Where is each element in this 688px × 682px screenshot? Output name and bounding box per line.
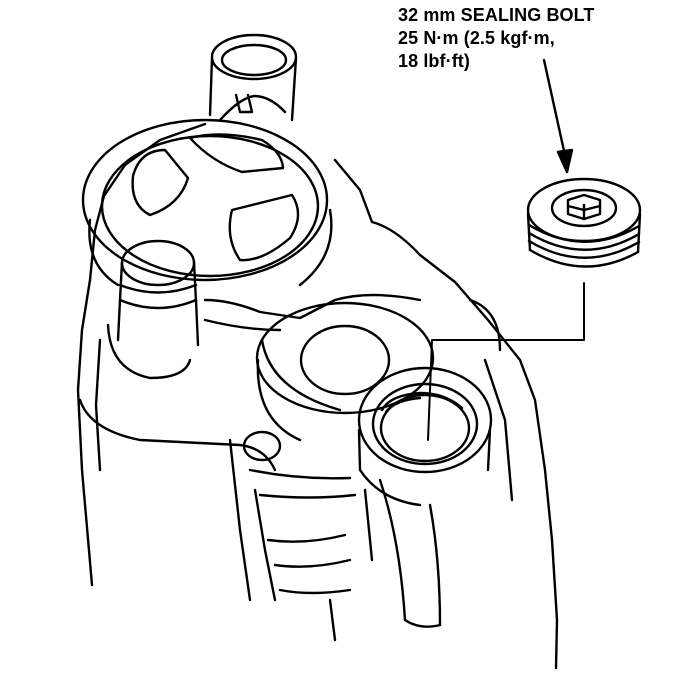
small-post [242,430,282,462]
callout-arrow [542,58,574,174]
lower-ribs [228,438,374,642]
middle-boss [255,301,435,442]
left-cylinder-boss [106,239,200,380]
sealing-bolt-callout: 32 mm SEALING BOLT 25 N·m (2.5 kgf·m, 18… [398,4,595,73]
top-shaft [208,33,298,122]
callout-torque-nm: 25 N·m (2.5 kgf·m, [398,28,555,48]
bolt-bore [357,366,493,628]
sealing-bolt-icon [526,177,642,268]
callout-torque-lbf: 18 lbf·ft) [398,51,470,71]
leader-line [427,282,585,441]
callout-bolt-size: 32 mm SEALING BOLT [398,5,595,25]
round-boss [81,118,333,287]
